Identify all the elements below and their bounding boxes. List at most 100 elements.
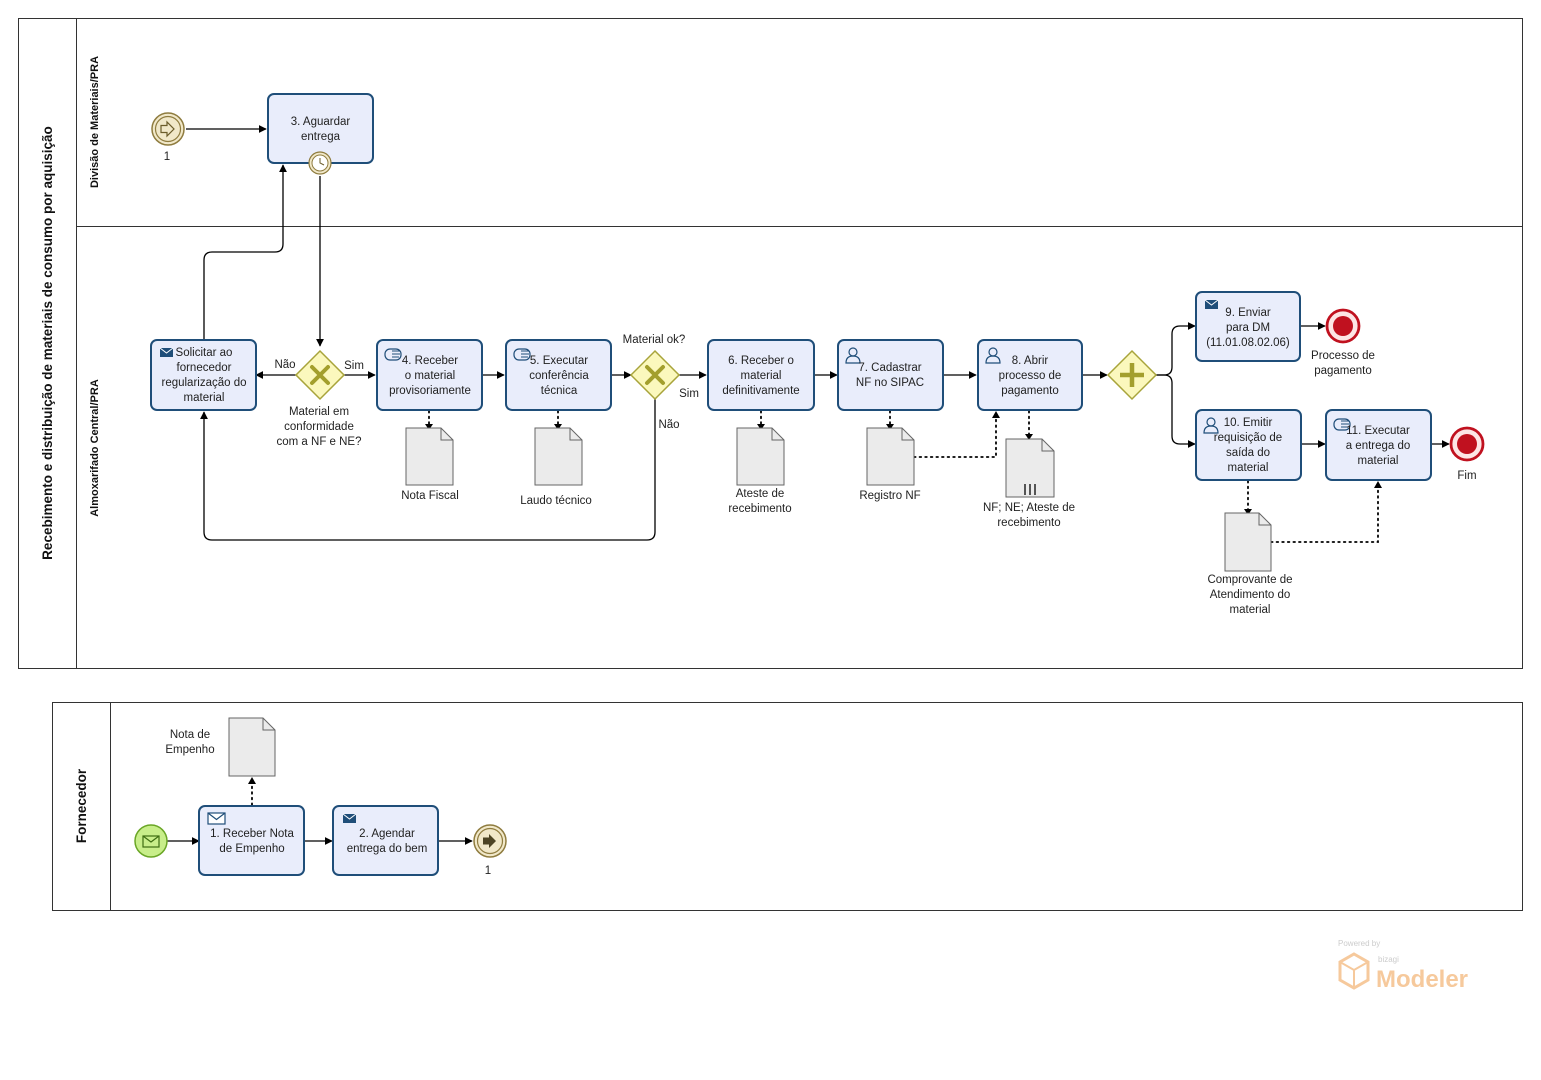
g1-question-2: conformidade bbox=[284, 421, 354, 433]
link-out-label: 1 bbox=[485, 865, 491, 877]
task-1-line-1: 1. Receber Nota bbox=[210, 828, 294, 840]
doc-comprovante: Comprovante de Atendimento do material bbox=[1207, 512, 1293, 616]
doc-comprovante-label-1: Comprovante de bbox=[1207, 574, 1292, 586]
envelope-icon bbox=[342, 813, 357, 823]
hand-icon bbox=[384, 348, 402, 361]
task-3-aguardar-entrega[interactable]: 3. Aguardar entrega bbox=[267, 93, 374, 175]
g2-no-label: Não bbox=[658, 419, 679, 431]
parallel-plus-icon bbox=[1120, 363, 1144, 387]
task-3-line-2: entrega bbox=[301, 131, 341, 143]
powered-by-text: Powered by bbox=[1338, 939, 1380, 948]
doc-ateste-label-1: Ateste de bbox=[736, 488, 785, 500]
pool-title: Recebimento e distribuição de materiais … bbox=[40, 126, 55, 560]
task-4-receber-provisoriamente[interactable]: 4. Receber o material provisoriamente bbox=[376, 339, 483, 411]
exclusive-x-icon bbox=[310, 365, 330, 385]
doc-ateste-recebimento: Ateste de recebimento bbox=[728, 427, 792, 515]
doc-nota-fiscal-label: Nota Fiscal bbox=[401, 490, 459, 502]
end-pagamento-label-2: pagamento bbox=[1314, 365, 1372, 377]
task-2-line-1: 2. Agendar bbox=[359, 828, 415, 840]
task-6-line-2: material bbox=[741, 370, 782, 382]
gateway-conformidade: Não Sim Material em conformidade com a N… bbox=[274, 349, 364, 448]
task-6-line-3: definitivamente bbox=[722, 385, 799, 397]
link-throw-event: 1 bbox=[473, 824, 507, 877]
g1-question-1: Material em bbox=[289, 406, 349, 418]
task-7-line-1: 7. Cadastrar bbox=[858, 362, 921, 374]
task-solicitar-regularizacao[interactable]: Solicitar ao fornecedor regularização do… bbox=[150, 339, 257, 411]
doc-nota-empenho: Nota de Empenho bbox=[165, 717, 276, 777]
g2-yes-label: Sim bbox=[679, 388, 699, 400]
task-8-line-3: pagamento bbox=[1001, 385, 1059, 397]
task-9-line-2: para DM bbox=[1226, 322, 1270, 334]
doc-registro-label: Registro NF bbox=[859, 490, 920, 502]
task-8-line-2: processo de bbox=[999, 370, 1062, 382]
envelope-icon bbox=[159, 347, 174, 357]
task-10-line-2: requisição de bbox=[1214, 432, 1282, 444]
lane-almoxarifado-title: Almoxarifado Central/PRA bbox=[89, 379, 101, 517]
task-5-line-2: conferência bbox=[529, 370, 589, 382]
doc-laudo-tecnico: Laudo técnico bbox=[520, 427, 592, 507]
link-catch-event: 1 bbox=[151, 112, 185, 163]
task-11-line-3: material bbox=[1358, 455, 1399, 467]
task-4-line-1: 4. Receber bbox=[402, 355, 458, 367]
exclusive-x-icon bbox=[645, 365, 665, 385]
task-solicitar-line-1: Solicitar ao bbox=[176, 347, 233, 359]
task-6-line-1: 6. Receber o bbox=[728, 355, 794, 367]
doc-nota-empenho-label-2: Empenho bbox=[165, 744, 214, 756]
product-name: Modeler bbox=[1376, 966, 1468, 993]
collection-marker-icon bbox=[1024, 484, 1036, 495]
doc-nf-ne-label-1: NF; NE; Ateste de bbox=[983, 502, 1075, 514]
gateway-material-ok: Material ok? Sim Não bbox=[623, 334, 699, 431]
task-6-receber-definitivamente[interactable]: 6. Receber o material definitivamente bbox=[707, 339, 815, 411]
bizagi-branding: Powered by bizagi Modeler bbox=[1338, 939, 1468, 993]
task-solicitar-line-3: regularização do bbox=[161, 377, 246, 389]
task-5-line-3: técnica bbox=[541, 385, 578, 397]
task-11-executar-entrega[interactable]: 11. Executar a entrega do material bbox=[1325, 409, 1432, 481]
task-1-receber-nota-empenho[interactable]: 1. Receber Nota de Empenho bbox=[198, 805, 305, 876]
bizagi-logo-icon bbox=[1338, 952, 1370, 990]
user-icon bbox=[985, 347, 1001, 364]
link-in-label: 1 bbox=[164, 151, 170, 163]
end-event-pagamento: Processo de pagamento bbox=[1311, 308, 1375, 377]
task-10-line-4: material bbox=[1228, 462, 1269, 474]
task-10-emitir-requisicao[interactable]: 10. Emitir requisição de saída do materi… bbox=[1195, 409, 1302, 481]
task-4-line-3: provisoriamente bbox=[389, 385, 471, 397]
end-pagamento-label-1: Processo de bbox=[1311, 350, 1375, 362]
g1-yes-label: Sim bbox=[344, 360, 364, 372]
task-7-cadastrar-nf[interactable]: 7. Cadastrar NF no SIPAC bbox=[837, 339, 944, 411]
task-10-line-3: saída do bbox=[1226, 447, 1270, 459]
task-11-line-1: 11. Executar bbox=[1346, 425, 1410, 437]
task-3-line-1: 3. Aguardar bbox=[291, 116, 351, 128]
doc-comprovante-label-2: Atendimento do bbox=[1210, 589, 1291, 601]
doc-registro-nf: Registro NF bbox=[859, 427, 921, 502]
envelope-icon bbox=[207, 812, 226, 825]
task-2-agendar-entrega[interactable]: 2. Agendar entrega do bem bbox=[332, 805, 439, 876]
task-solicitar-line-2: fornecedor bbox=[177, 362, 232, 374]
associations bbox=[248, 410, 1382, 806]
gateway-parallel bbox=[1106, 349, 1158, 401]
task-9-enviar-dm[interactable]: 9. Enviar para DM (11.01.08.02.06) bbox=[1195, 291, 1301, 362]
hand-icon bbox=[1333, 418, 1351, 431]
link-arrow-icon bbox=[483, 834, 496, 848]
lane-fornecedor-title: Fornecedor bbox=[74, 768, 89, 843]
doc-comprovante-label-3: material bbox=[1230, 604, 1271, 616]
user-icon bbox=[1203, 417, 1219, 434]
sequence-flows bbox=[167, 125, 1450, 845]
task-5-line-1: 5. Executar bbox=[530, 355, 588, 367]
task-4-line-2: o material bbox=[405, 370, 456, 382]
message-start-event bbox=[134, 824, 168, 858]
task-5-executar-conferencia[interactable]: 5. Executar conferência técnica bbox=[505, 339, 612, 411]
task-solicitar-line-4: material bbox=[184, 392, 225, 404]
g1-question-3: com a NF e NE? bbox=[277, 436, 362, 448]
doc-nota-fiscal: Nota Fiscal bbox=[401, 427, 459, 502]
task-2-line-2: entrega do bem bbox=[347, 843, 428, 855]
task-10-line-1: 10. Emitir bbox=[1224, 417, 1273, 429]
envelope-icon bbox=[1204, 299, 1219, 309]
task-1-line-2: de Empenho bbox=[219, 843, 284, 855]
lane-divisao-title: Divisão de Materiais/PRA bbox=[89, 56, 101, 188]
task-7-line-2: NF no SIPAC bbox=[856, 377, 924, 389]
task-8-abrir-processo[interactable]: 8. Abrir processo de pagamento bbox=[977, 339, 1083, 411]
doc-laudo-label: Laudo técnico bbox=[520, 495, 592, 507]
doc-nf-ne-label-2: recebimento bbox=[997, 517, 1060, 529]
envelope-icon bbox=[142, 835, 160, 848]
